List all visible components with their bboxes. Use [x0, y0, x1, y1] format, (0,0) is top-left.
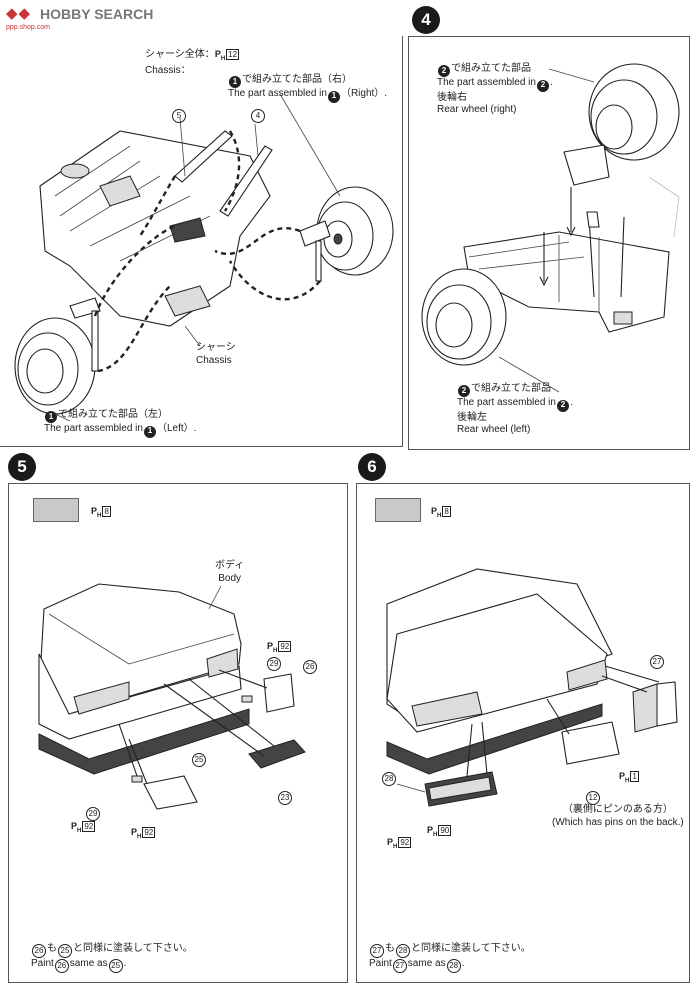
part-2-badge: 2	[438, 65, 450, 78]
chassis-whole-en: Chassis：	[145, 65, 191, 77]
paint-ref: PH	[214, 49, 226, 62]
logo-mark: ◆◆	[6, 5, 32, 22]
part-1-badge: 1	[327, 90, 340, 103]
part-26: 26	[302, 659, 318, 674]
part-5-label: 5	[171, 108, 187, 123]
part-25: 25	[191, 752, 207, 767]
paint-swatch	[375, 498, 421, 522]
logo-text: HOBBY SEARCH	[40, 6, 154, 22]
part-12: 12	[585, 790, 601, 805]
step-6-badge: 6	[358, 453, 386, 481]
step-4-badge: 4	[412, 6, 440, 34]
step-5-badge: 5	[8, 453, 36, 481]
step6-illustration	[386, 568, 678, 807]
part-23: 23	[277, 790, 293, 805]
part-2-badge: 2	[556, 399, 569, 412]
paint-swatch	[33, 498, 79, 522]
step5-illustration	[38, 583, 306, 810]
step3-illustration	[14, 93, 394, 422]
part-28: 28	[381, 771, 397, 786]
step4-illustration	[421, 63, 680, 393]
logo-subtext: ppp.shop.com	[6, 24, 50, 31]
part-29-top: 29	[266, 656, 282, 671]
part-1-badge: 1	[229, 76, 241, 89]
part-1-badge: 1	[45, 411, 57, 424]
chassis-whole-jp: シャーシ全体：	[145, 49, 215, 60]
part-2-badge: 2	[536, 79, 549, 92]
site-logo: ◆◆ HOBBY SEARCH ppp.shop.com	[6, 4, 166, 34]
part-2-badge: 2	[458, 385, 470, 398]
part-1-badge: 1	[143, 425, 156, 438]
part-27: 27	[649, 654, 665, 669]
part-4-label: 4	[250, 108, 266, 123]
pins-note: （裏側にピンのある方）(Which has pins on the back.)	[552, 804, 684, 828]
part-29-bottom: 29	[85, 806, 101, 821]
paint-number: 12	[226, 49, 240, 60]
